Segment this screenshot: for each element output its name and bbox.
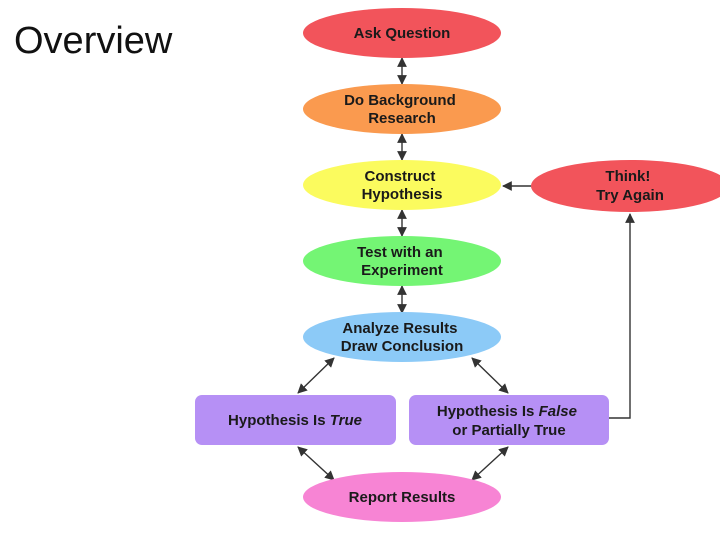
node-hypothesis-true: Hypothesis Is True	[195, 395, 396, 445]
node-think-try-again: Think! Try Again	[531, 160, 720, 212]
arrow-analyze-false	[471, 357, 509, 394]
node-construct-hypothesis-line1: Construct	[364, 168, 435, 185]
node-think-try-again-line1: Think!	[605, 168, 650, 185]
node-report-results-line1: Report Results	[349, 489, 456, 506]
node-analyze-results-line2: Draw Conclusion	[341, 338, 464, 355]
node-think-try-again-shape	[531, 160, 720, 212]
node-hypothesis-false: Hypothesis Is False or Partially True	[409, 395, 609, 445]
svg-text:Ask Question: Ask Question	[354, 25, 451, 42]
node-background-research-line1: Do Background	[344, 92, 456, 109]
svg-text:Analyze Results Draw Con: Analyze Results Draw Conclusion	[341, 320, 464, 355]
connectors	[297, 57, 635, 481]
node-ask-question: Ask Question	[303, 8, 501, 58]
arrow-true-report	[297, 446, 335, 481]
svg-text:Construct Hypothesis: Construct Hypothesis	[362, 168, 443, 203]
arrow-analyze-true	[297, 357, 335, 394]
slide-title: Overview	[14, 20, 173, 62]
svg-text:Hypothesis Is True: Hypothesis Is True	[228, 412, 362, 429]
svg-text:Test with an Experiment: Test with an Experiment	[357, 244, 447, 279]
node-background-research-line2: Research	[368, 110, 436, 127]
node-hypothesis-false-line2: or Partially True	[452, 422, 565, 439]
svg-text:Report Results: Report Results	[349, 489, 456, 506]
node-report-results: Report Results	[303, 472, 501, 522]
node-background-research: Do Background Research	[303, 84, 501, 134]
node-construct-hypothesis-line2: Hypothesis	[362, 186, 443, 203]
node-test-experiment: Test with an Experiment	[303, 236, 501, 286]
node-construct-hypothesis-shape	[303, 160, 501, 210]
node-ask-question-shape	[303, 8, 501, 58]
node-construct-hypothesis: Construct Hypothesis	[303, 160, 501, 210]
node-analyze-results-shape	[303, 312, 501, 362]
node-test-experiment-shape	[303, 236, 501, 286]
svg-text:Hypothesis Is False or P: Hypothesis Is False or Partially True	[437, 403, 581, 439]
arrow-false-report	[471, 446, 509, 481]
node-analyze-results: Analyze Results Draw Conclusion	[303, 312, 501, 362]
svg-text:Think! Try Again: Think! Try Again	[596, 168, 664, 204]
node-hypothesis-true-emphasis: True	[330, 412, 362, 429]
node-hypothesis-false-shape	[409, 395, 609, 445]
node-hypothesis-true-prefix: Hypothesis Is	[228, 412, 330, 429]
node-test-experiment-line2: Experiment	[361, 262, 443, 279]
svg-text:Do Background Research: Do Background Research	[344, 92, 460, 127]
node-hypothesis-false-prefix: Hypothesis Is	[437, 403, 539, 420]
node-analyze-results-line1: Analyze Results	[342, 320, 457, 337]
node-report-results-shape	[303, 472, 501, 522]
node-background-research-shape	[303, 84, 501, 134]
node-ask-question-line1: Ask Question	[354, 25, 451, 42]
node-think-try-again-line2: Try Again	[596, 187, 664, 204]
node-hypothesis-true-shape	[195, 395, 396, 445]
node-test-experiment-line1: Test with an	[357, 244, 443, 261]
node-hypothesis-false-emphasis: False	[539, 403, 577, 420]
arrow-false-to-think	[609, 213, 635, 419]
